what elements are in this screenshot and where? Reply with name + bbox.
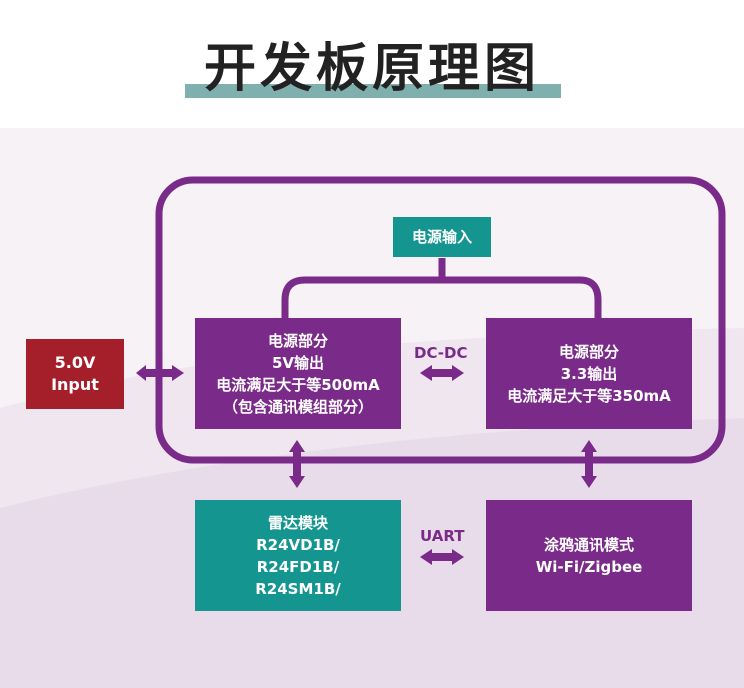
tuya-line1: 涂鸦通讯模式: [543, 535, 634, 554]
radar-box: 雷达模块 R24VD1B/ R24FD1B/ R24SM1B/: [195, 500, 401, 611]
uart-label: UART: [420, 527, 465, 545]
power-5v-line3: 电流满足大于等500mA: [216, 375, 380, 394]
input-5v-label: Input: [51, 375, 99, 394]
tuya-box: 涂鸦通讯模式 Wi-Fi/Zigbee: [486, 500, 692, 611]
power-5v-box: 电源部分 5V输出 电流满足大于等500mA （包含通讯模组部分）: [195, 318, 401, 429]
input-5v-box: 5.0V Input: [26, 339, 124, 409]
input-arrow: [136, 365, 184, 381]
radar-power-arrow: [289, 440, 305, 488]
dcdc-label: DC-DC: [414, 344, 468, 362]
page-title: 开发板原理图: [203, 39, 540, 99]
power-3v3-line3: 电流满足大于等350mA: [507, 386, 671, 405]
power-3v3-box: 电源部分 3.3输出 电流满足大于等350mA: [486, 318, 692, 429]
power-5v-line2: 5V输出: [271, 353, 325, 372]
radar-line1: 雷达模块: [267, 513, 328, 532]
power-3v3-line1: 电源部分: [558, 342, 619, 361]
tuya-line2: Wi-Fi/Zigbee: [535, 557, 643, 576]
power-input-box: 电源输入: [393, 217, 491, 257]
input-5v-voltage: 5.0V: [54, 353, 96, 372]
outer-loop: [155, 176, 726, 464]
title-underline: [185, 84, 561, 98]
power-input-label: 电源输入: [411, 228, 472, 246]
radar-line3: R24FD1B/: [256, 557, 340, 576]
dcdc-arrow: [420, 365, 464, 381]
power-input-branch: [281, 276, 602, 318]
uart-arrow: [420, 549, 464, 565]
radar-line4: R24SM1B/: [255, 579, 341, 598]
power-5v-line1: 电源部分: [267, 331, 328, 350]
title-area: 开发板原理图: [0, 0, 744, 128]
tuya-power-arrow: [581, 440, 597, 488]
power-5v-line4: （包含通讯模组部分）: [222, 397, 373, 416]
radar-line2: R24VD1B/: [256, 535, 340, 554]
power-3v3-line2: 3.3输出: [560, 364, 618, 383]
